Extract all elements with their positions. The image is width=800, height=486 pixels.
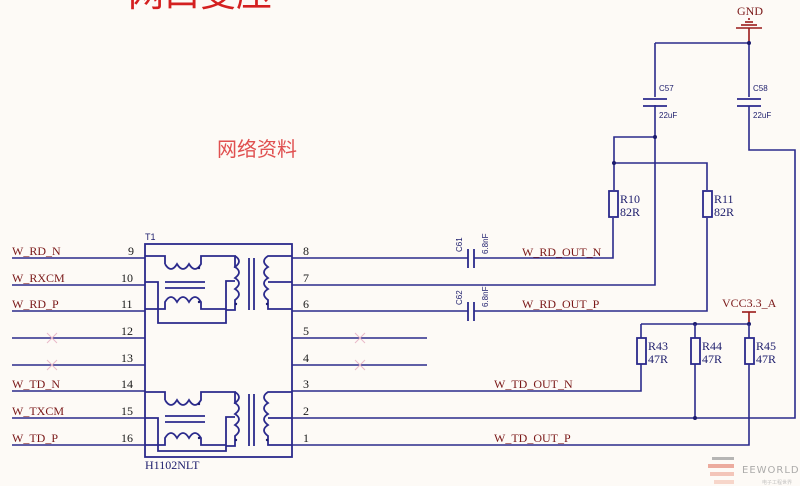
pin-number: 15: [121, 404, 133, 418]
right-pins: 8 7 6 5 4 3 2 1: [292, 244, 427, 445]
resistor-r45: R45 47R: [744, 337, 776, 366]
watermark-brand: EEWORLD: [742, 465, 800, 476]
capacitor-c62: C62 6.8nF: [455, 286, 490, 321]
transformer-t1: T1 H1102NLT: [144, 232, 293, 472]
r44-value: 47R: [702, 352, 722, 366]
net-label-td-out-p: W_TD_OUT_P: [494, 431, 571, 445]
pin-number: 8: [303, 244, 309, 258]
pin-number: 13: [121, 351, 133, 365]
net-label-td-out-n: W_TD_OUT_N: [494, 377, 573, 391]
net-label: W_TD_N: [12, 377, 60, 391]
c58-ref: C58: [753, 84, 768, 93]
c62-value: 6.8nF: [481, 286, 490, 307]
net-label: W_TXCM: [12, 404, 64, 418]
net-label: W_TD_P: [12, 431, 58, 445]
resistor-r44: R44 47R: [690, 337, 722, 366]
net-label: W_RD_N: [12, 244, 61, 258]
r43-value: 47R: [648, 352, 668, 366]
pin-number: 9: [128, 244, 134, 258]
rd-out-wires: W_RD_OUT_N W_RD_OUT_P: [292, 105, 708, 312]
r10-ref: R10: [620, 192, 640, 206]
resistor-r11: R11 82R: [702, 190, 734, 219]
pin-number: 5: [303, 324, 309, 338]
t1-designator: T1: [145, 232, 156, 242]
c58-value: 22uF: [753, 111, 771, 120]
net-label-rd-out-p: W_RD_OUT_P: [522, 297, 600, 311]
r45-ref: R45: [756, 339, 776, 353]
r44-ref: R44: [702, 339, 722, 353]
r10-value: 82R: [620, 205, 640, 219]
pin-number: 1: [303, 431, 309, 445]
resistor-r43: R43 47R: [636, 337, 668, 366]
note-label: 网络资料: [217, 137, 297, 161]
pin-number: 10: [121, 271, 133, 285]
c58-txcm-net: [292, 106, 796, 419]
watermark-sub: 电子工程世界: [762, 479, 792, 486]
left-pins: W_RD_N W_RXCM W_RD_P W_TD_N W_TXCM W_TD_…: [12, 244, 145, 446]
net-label: W_RD_P: [12, 297, 59, 311]
r45-value: 47R: [756, 352, 776, 366]
t1-part: H1102NLT: [145, 458, 200, 472]
pin-number: 7: [303, 271, 309, 285]
c62-ref: C62: [455, 290, 464, 305]
capacitor-c61: C61 6.8nF: [455, 233, 490, 268]
td-out-wires: W_TD_OUT_N W_TD_OUT_P: [292, 364, 750, 446]
vcc-symbol: VCC3.3_A: [722, 296, 777, 324]
pin-number: 14: [121, 377, 133, 391]
net-label: W_RXCM: [12, 271, 65, 285]
eeworld-watermark: EEWORLD 电子工程世界: [708, 457, 800, 486]
r11-ref: R11: [714, 192, 734, 206]
pin-number: 3: [303, 377, 309, 391]
net-label-rd-out-n: W_RD_OUT_N: [522, 245, 602, 259]
c57-value: 22uF: [659, 111, 677, 120]
gnd-label: GND: [737, 4, 763, 18]
pin-number: 4: [303, 351, 309, 365]
nc-marks: [46, 332, 58, 371]
pin-number: 6: [303, 297, 309, 311]
pin-number: 11: [121, 297, 133, 311]
capacitor-c57: C57 22uF: [643, 84, 677, 120]
r11-value: 82R: [714, 205, 734, 219]
rx-channel: [145, 255, 292, 324]
vcc-label: VCC3.3_A: [722, 296, 777, 310]
pin-number: 2: [303, 404, 309, 418]
c57-ref: C57: [659, 84, 674, 93]
gnd-symbol: GND: [736, 4, 763, 43]
resistor-r10: R10 82R: [608, 190, 640, 219]
transformer-body: [144, 243, 293, 458]
c61-value: 6.8nF: [481, 233, 490, 254]
pin-number: 12: [121, 324, 133, 338]
pin-number: 16: [121, 431, 133, 445]
r43-ref: R43: [648, 339, 668, 353]
c61-ref: C61: [455, 237, 464, 252]
tx-channel: [145, 391, 292, 452]
capacitor-c58: C58 22uF: [737, 84, 771, 120]
title: 网口变压: [128, 0, 272, 15]
